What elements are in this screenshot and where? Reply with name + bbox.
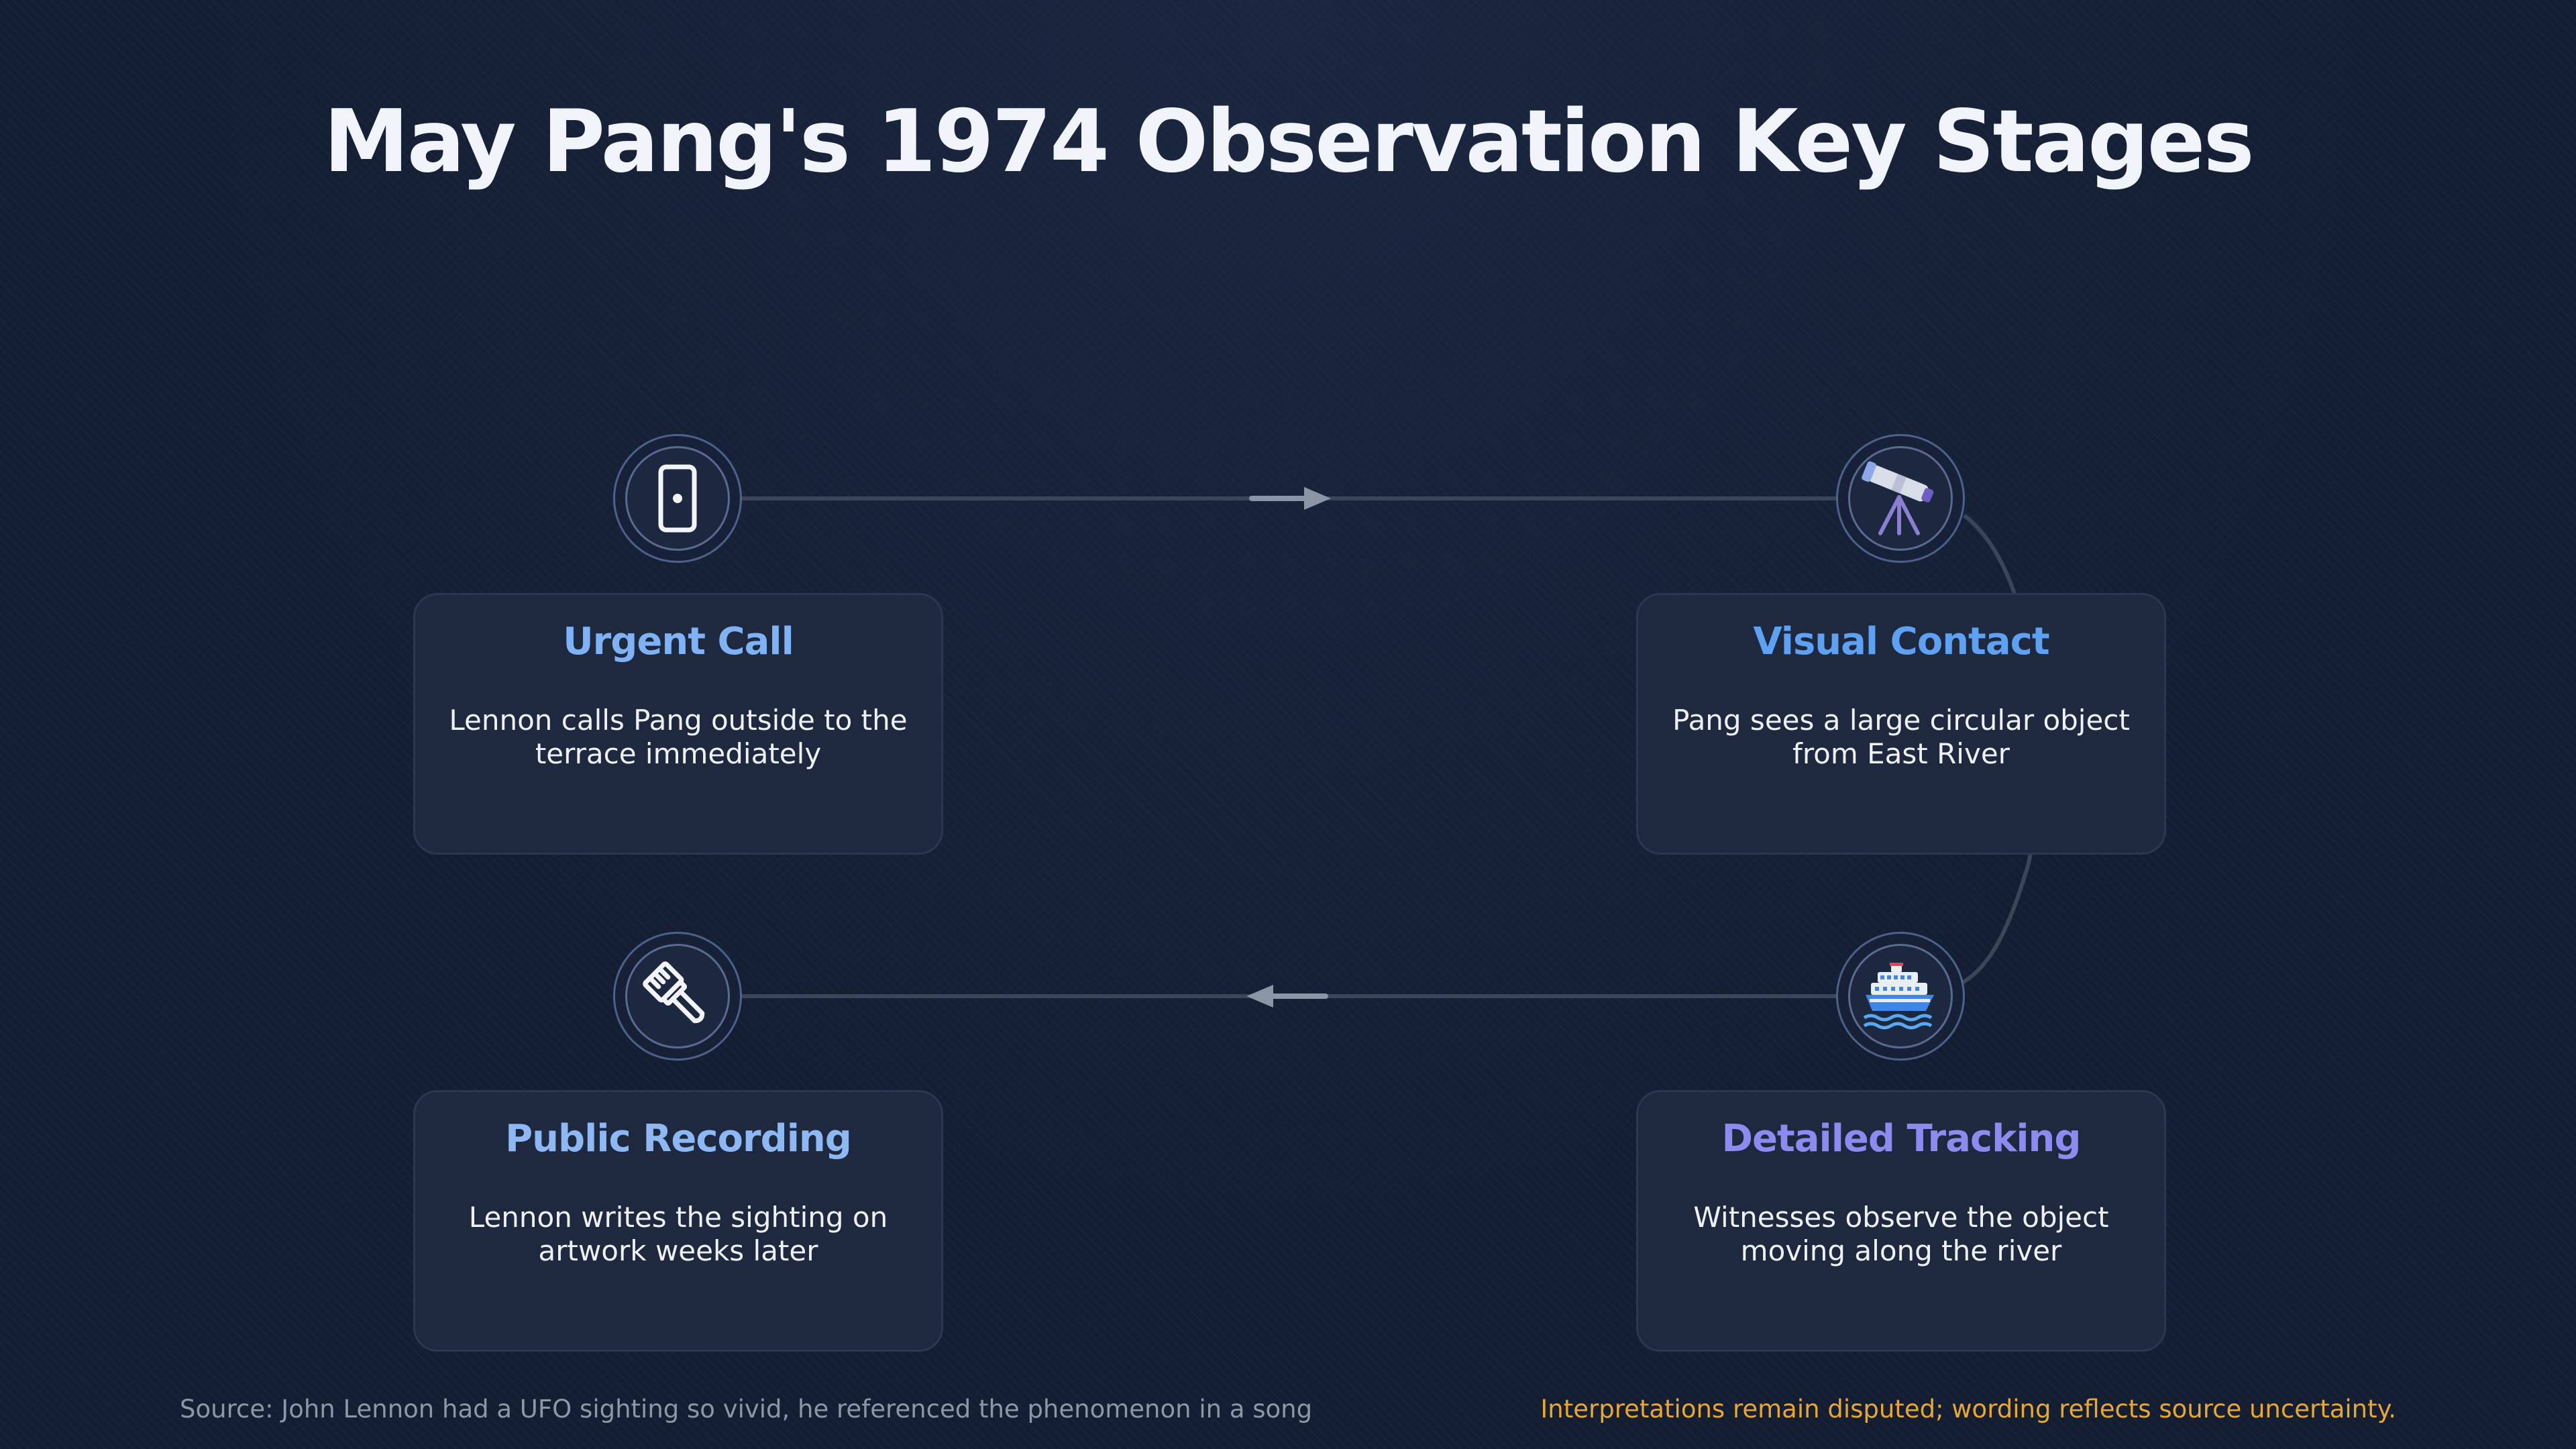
stage-detailed-tracking-node bbox=[1836, 932, 1965, 1061]
stage-title: Detailed Tracking bbox=[1721, 1117, 2081, 1161]
paintbrush-icon bbox=[643, 961, 705, 1024]
stage-public-recording-card: Public Recording Lennon writes the sight… bbox=[413, 1090, 943, 1352]
arrow-left-icon bbox=[1246, 985, 1328, 1008]
ship-icon bbox=[1863, 963, 1934, 1030]
stage-description: Lennon writes the sighting on artwork we… bbox=[468, 1201, 888, 1267]
stage-urgent-call-card: Urgent Call Lennon calls Pang outside to… bbox=[413, 593, 943, 855]
telescope-icon bbox=[1862, 461, 1934, 535]
arrow-right-icon bbox=[1249, 487, 1331, 510]
source-note: Source: John Lennon had a UFO sighting s… bbox=[180, 1395, 1313, 1424]
stage-public-recording-node bbox=[613, 932, 742, 1061]
stage-visual-contact-node bbox=[1836, 434, 1965, 563]
stage-urgent-call-node bbox=[613, 434, 742, 563]
stage-description: Lennon calls Pang outside to the terrace… bbox=[449, 704, 908, 770]
stage-title: Visual Contact bbox=[1753, 620, 2049, 663]
page-title: May Pang's 1974 Observation Key Stages bbox=[323, 92, 2254, 192]
phone-icon bbox=[658, 464, 697, 533]
stage-description: Pang sees a large circular object from E… bbox=[1672, 704, 2130, 770]
stage-title: Urgent Call bbox=[563, 620, 794, 663]
stage-title: Public Recording bbox=[505, 1117, 852, 1161]
stage-detailed-tracking-card: Detailed Tracking Witnesses observe the … bbox=[1636, 1090, 2166, 1352]
disclaimer-note: Interpretations remain disputed; wording… bbox=[1540, 1395, 2396, 1424]
stage-description: Witnesses observe the object moving alon… bbox=[1693, 1201, 2109, 1267]
stage-visual-contact-card: Visual Contact Pang sees a large circula… bbox=[1636, 593, 2166, 855]
